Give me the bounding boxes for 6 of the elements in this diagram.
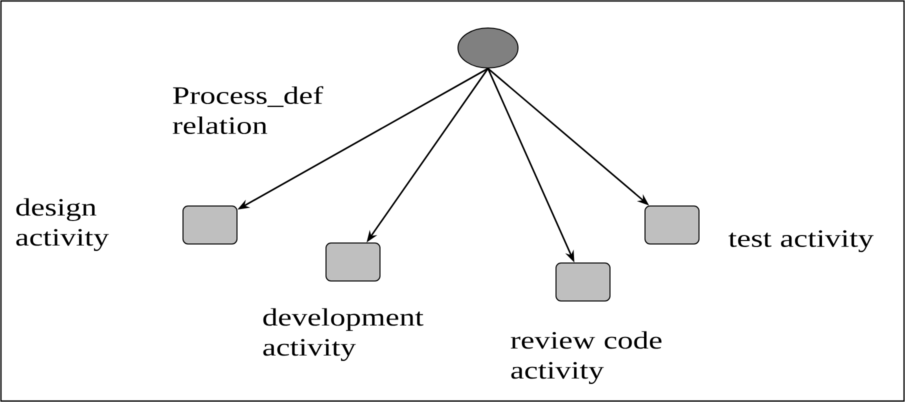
text-label: Process_def relation [172,86,324,134]
node-label: review code activity [510,331,662,384]
node-label: test activity [728,230,874,252]
node-label: design activity [16,198,109,251]
node-label: development activity [263,308,424,361]
ellipse-node [458,28,518,68]
